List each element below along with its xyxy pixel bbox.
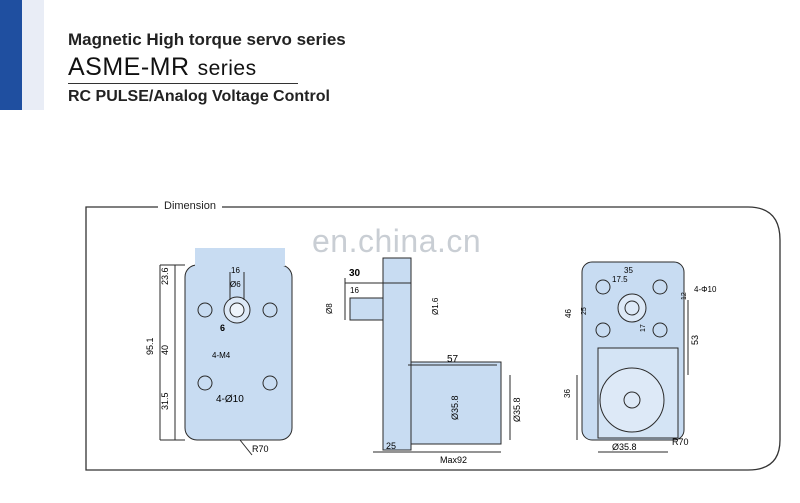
front-dim-7: 4-M4 — [212, 351, 231, 360]
back-dim-5: 4-Φ10 — [694, 285, 717, 294]
back-dim-2: 17.5 — [612, 275, 628, 284]
front-dim-6: 6 — [220, 323, 225, 333]
front-dim-5: 16 — [231, 266, 240, 275]
title-rule — [68, 83, 298, 84]
front-dim-4: 31.5 — [160, 392, 170, 410]
back-dim-10: Ø35.8 — [612, 442, 637, 452]
front-view — [159, 248, 293, 456]
front-dim-8: 4-Ø10 — [216, 394, 244, 405]
front-dim-3: 95.1 — [145, 337, 155, 355]
back-dim-6: 12 — [681, 292, 688, 300]
front-dim-2: 40 — [160, 345, 170, 355]
back-dim-1: 35 — [624, 266, 633, 275]
subtitle: Magnetic High torque servo series — [68, 30, 346, 49]
back-dim-4: 25 — [581, 307, 588, 315]
back-dim-8: 53 — [690, 335, 700, 345]
frame-border — [85, 206, 781, 471]
accent-bar — [0, 0, 44, 110]
side-dim-9: Max92 — [440, 455, 467, 465]
watermark: en.china.cn — [312, 223, 482, 259]
back-dim-3: 46 — [564, 309, 573, 318]
front-dim-1: 23.6 — [160, 267, 170, 285]
front-dim-9: R70 — [252, 444, 269, 454]
side-dim-2: 16 — [350, 286, 359, 295]
side-dim-6: Ø35.8 — [450, 395, 460, 420]
series-word: series — [197, 57, 257, 80]
side-dim-1: 30 — [349, 268, 361, 279]
side-dim-7: Ø35.8 — [512, 397, 522, 422]
model-title: ASME-MR series — [68, 53, 257, 82]
back-view — [576, 261, 689, 453]
front-shaft: Ø6 — [230, 280, 241, 289]
side-dim-4: Ø1.6 — [431, 297, 440, 315]
side-dim-5: 57 — [447, 354, 459, 365]
model-name: ASME-MR — [68, 53, 190, 81]
side-dim-3: Ø8 — [325, 303, 334, 314]
control-mode: RC PULSE/Analog Voltage Control — [68, 88, 330, 105]
side-view — [344, 257, 511, 453]
section-label: Dimension — [158, 200, 222, 212]
back-dim-7: 17 — [640, 324, 647, 332]
side-dim-8: 25 — [386, 441, 396, 451]
back-dim-11: R70 — [672, 437, 689, 447]
back-dim-9: 36 — [563, 389, 572, 398]
